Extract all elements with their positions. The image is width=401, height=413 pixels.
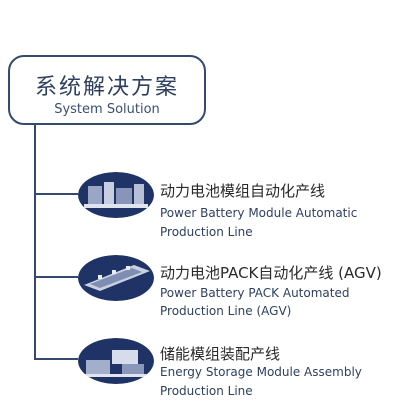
item-1-subtitle-line-1: Power Battery Module Automatic — [160, 206, 358, 220]
item-2-subtitle-line-1: Power Battery PACK Automated — [160, 286, 350, 300]
production-line-image-3 — [78, 338, 154, 384]
item-2-title: 动力电池PACK自动化产线 (AGV) — [160, 264, 382, 282]
tree-trunk-line — [34, 125, 36, 360]
branch-line-2 — [34, 276, 78, 278]
item-3-title: 储能模组装配产线 — [160, 345, 281, 363]
item-3-subtitle-line-1: Energy Storage Module Assembly — [160, 365, 362, 379]
production-line-image-1 — [78, 172, 154, 218]
root-node: 系统解决方案 System Solution — [8, 55, 206, 125]
item-3-subtitle-line-2: Production Line — [160, 384, 253, 398]
item-1-title: 动力电池模组自动化产线 — [160, 182, 326, 200]
item-2-subtitle-line-2: Production Line (AGV) — [160, 304, 292, 318]
production-line-image-2 — [78, 255, 154, 301]
root-subtitle: System Solution — [54, 102, 160, 117]
branch-line-1 — [34, 193, 78, 195]
branch-line-3 — [34, 358, 78, 360]
root-title: 系统解决方案 — [34, 75, 179, 100]
item-1-subtitle-line-2: Production Line — [160, 225, 253, 239]
